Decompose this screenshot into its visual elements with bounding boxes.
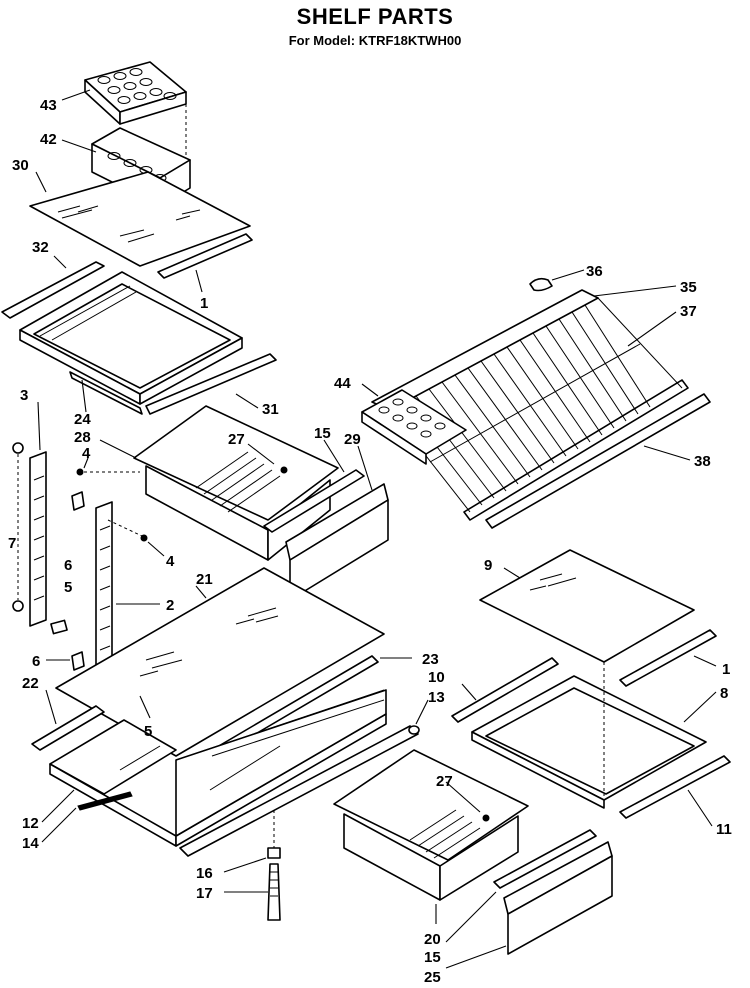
- shelf-trim-10-part: [451, 657, 559, 723]
- callout-8: 8: [720, 685, 728, 702]
- shelf-trim-11-part: [619, 755, 731, 819]
- callout-38: 38: [694, 453, 711, 470]
- shelf-ladder-right-part: [95, 501, 113, 683]
- callout-11: 11: [716, 821, 732, 838]
- glass-shelf-right-part: [479, 549, 695, 663]
- diagram-title: SHELF PARTS: [296, 4, 454, 29]
- callout-20: 20: [424, 931, 441, 948]
- shelf-trim-31-part: [145, 353, 277, 415]
- callout-10: 10: [428, 669, 445, 686]
- callout-32: 32: [32, 239, 49, 256]
- callout-29: 29: [344, 431, 361, 448]
- shelf-trim-upper-part: [157, 233, 253, 279]
- callout-22: 22: [22, 675, 39, 692]
- callout-1-right: 1: [722, 661, 730, 678]
- callout-27-lower: 27: [436, 773, 453, 790]
- callout-21: 21: [196, 571, 213, 588]
- callout-6-upper: 6: [64, 557, 72, 574]
- wire-shelf-part: [371, 277, 711, 529]
- callout-44: 44: [334, 375, 351, 392]
- shelf-ladder-left-part: [29, 451, 47, 627]
- crisper-front-lower-part: [503, 841, 613, 955]
- callout-5-upper: 5: [64, 579, 72, 596]
- callout-13: 13: [428, 689, 445, 706]
- crisper-rail-15-part: [263, 469, 365, 533]
- shelf-frame-upper-part: [1, 261, 243, 415]
- leader-lines: [35, 89, 717, 969]
- egg-tray-cover-part: [84, 61, 187, 160]
- shelf-bracket-hardware-part: [267, 810, 281, 921]
- callout-43: 43: [40, 97, 57, 114]
- callout-15-upper: 15: [314, 425, 331, 442]
- callout-9: 9: [484, 557, 492, 574]
- callout-14: 14: [22, 835, 39, 852]
- callout-5-lower: 5: [144, 723, 152, 740]
- glass-shelf-upper-part: [29, 171, 251, 267]
- callout-27-upper: 27: [228, 431, 245, 448]
- shelf-trim-right-part: [619, 629, 717, 687]
- callout-4-upper: 4: [82, 445, 91, 462]
- shelf-rail-13-part: [179, 725, 420, 857]
- callout-31: 31: [262, 401, 279, 418]
- callout-4-lower: 4: [166, 553, 175, 570]
- callout-35: 35: [680, 279, 697, 296]
- model-line: For Model: KTRF18KTWH00: [288, 33, 462, 48]
- crisper-rail-15-lower-part: [493, 829, 597, 889]
- callout-23: 23: [422, 651, 439, 668]
- callout-labels: 43 42 30 32 1 24 31 3 28 27 15 29 4 7 6 …: [8, 97, 732, 986]
- callout-3: 3: [20, 387, 28, 404]
- callout-2: 2: [166, 597, 174, 614]
- crisper-pan-lower-part: [333, 749, 529, 901]
- callout-36: 36: [586, 263, 603, 280]
- callout-12: 12: [22, 815, 39, 832]
- shelf-frame-right-part: [471, 662, 707, 809]
- crisper-front-upper-part: [285, 483, 389, 601]
- callout-6-lower: 6: [32, 653, 40, 670]
- egg-holder-44-part: [361, 389, 467, 465]
- callout-37: 37: [680, 303, 697, 320]
- callout-1-upper: 1: [200, 295, 208, 312]
- callout-24: 24: [74, 411, 91, 428]
- callout-15-lower: 15: [424, 949, 441, 966]
- callout-7: 7: [8, 535, 16, 552]
- callout-28: 28: [74, 429, 91, 446]
- shelf-frame-lower-part: [31, 689, 387, 847]
- callout-25: 25: [424, 969, 441, 986]
- callout-16: 16: [196, 865, 213, 882]
- callout-30: 30: [12, 157, 29, 174]
- callout-17: 17: [196, 885, 213, 902]
- callout-42: 42: [40, 131, 57, 148]
